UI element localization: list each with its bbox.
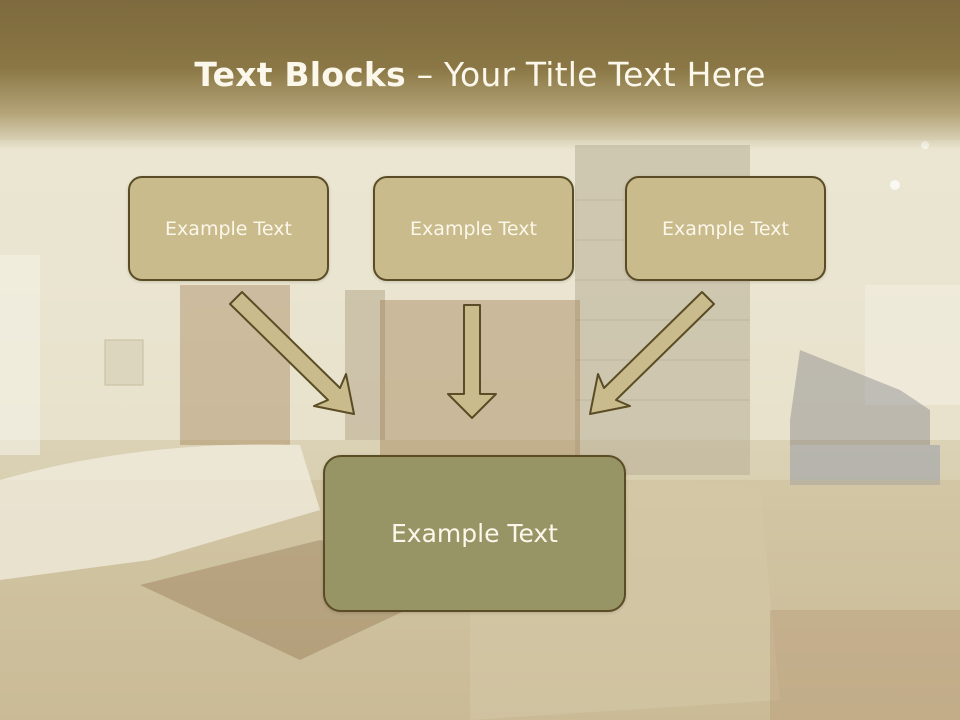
- slide-title: Text Blocks – Your Title Text Here: [0, 55, 960, 94]
- text-block-top-left: Example Text: [128, 176, 329, 281]
- title-bold-part: Text Blocks: [194, 55, 406, 94]
- right-diagonal-arrow: [589, 291, 715, 415]
- title-bar: [0, 0, 960, 150]
- left-diagonal-arrow: [229, 291, 355, 415]
- title-regular-part: – Your Title Text Here: [405, 55, 766, 94]
- text-block-top-middle: Example Text: [373, 176, 574, 281]
- middle-down-arrow: [447, 304, 497, 419]
- text-block-top-right: Example Text: [625, 176, 826, 281]
- text-block-bottom: Example Text: [323, 455, 626, 612]
